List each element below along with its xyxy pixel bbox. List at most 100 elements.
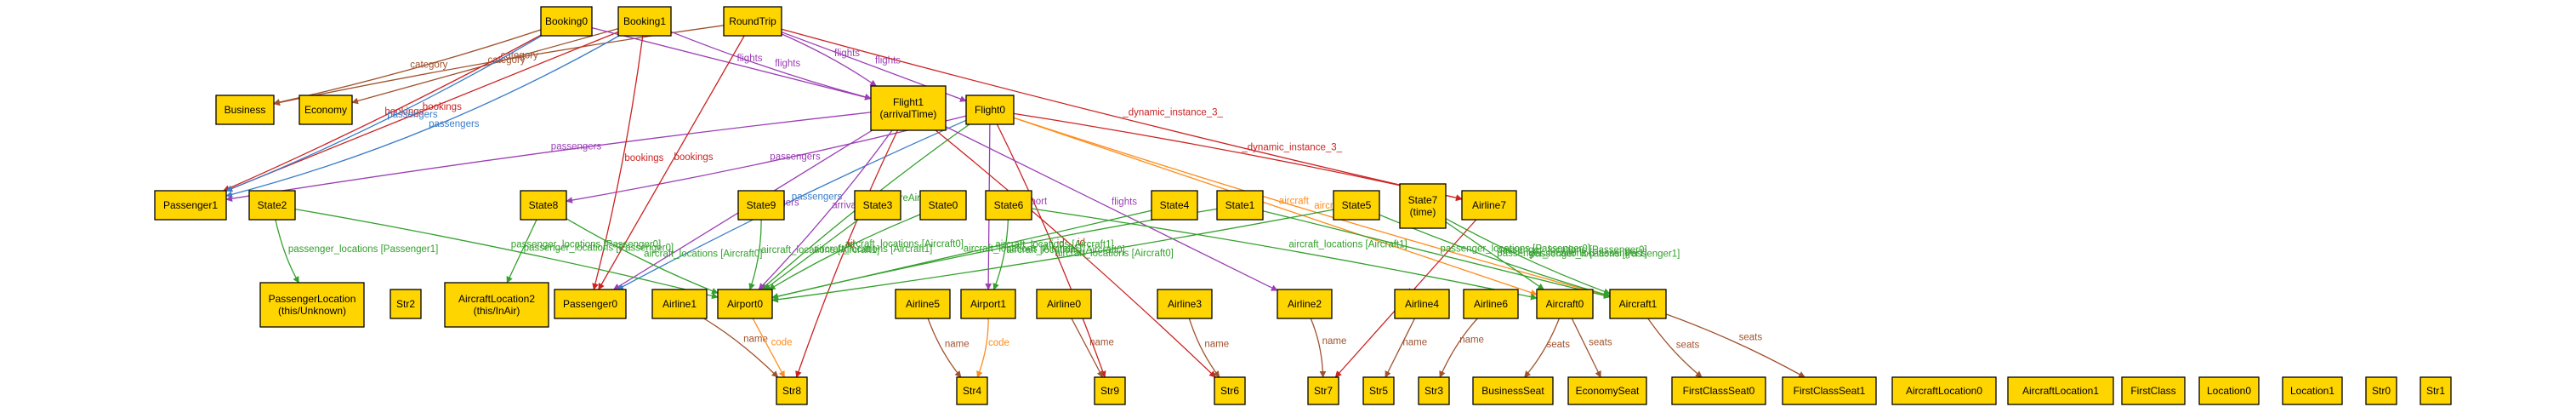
node-label: AircraftLocation2: [458, 293, 535, 305]
node-state1[interactable]: State1: [1216, 190, 1264, 221]
node-str1[interactable]: Str1: [2420, 376, 2452, 405]
node-str0[interactable]: Str0: [2365, 376, 2397, 405]
node-airline0[interactable]: Airline0: [1036, 289, 1092, 319]
node-state0[interactable]: State0: [919, 190, 967, 221]
node-str3[interactable]: Str3: [1418, 376, 1450, 405]
node-firstclassseat1[interactable]: FirstClassSeat1: [1782, 376, 1877, 405]
edge-label: bookings: [423, 102, 462, 112]
edge-label: passengers: [551, 142, 602, 152]
node-label: (this/Unknown): [278, 305, 346, 317]
node-state6[interactable]: State6: [985, 190, 1032, 221]
node-aircraft0[interactable]: Aircraft0: [1536, 289, 1594, 319]
node-state2[interactable]: State2: [248, 190, 296, 221]
node-location0[interactable]: Location0: [2198, 376, 2260, 405]
node-label: Business: [225, 104, 266, 116]
edge-line: [566, 218, 719, 295]
node-box: [248, 190, 296, 221]
node-label: Airline0: [1047, 298, 1081, 310]
node-label: Airline7: [1472, 199, 1506, 211]
node-flight1[interactable]: Flight1(arrivalTime): [870, 85, 947, 131]
edge-airline6-str3: name: [1439, 318, 1484, 378]
edge-line: [225, 35, 543, 192]
node-label: Str1: [2426, 385, 2445, 397]
node-airport0[interactable]: Airport0: [717, 289, 773, 319]
node-box: [1036, 289, 1092, 319]
node-label: Passenger0: [563, 298, 617, 310]
node-passenger1[interactable]: Passenger1: [154, 190, 227, 221]
node-airline5[interactable]: Airline5: [895, 289, 951, 319]
node-booking0[interactable]: Booking0: [540, 6, 593, 37]
node-airline6[interactable]: Airline6: [1463, 289, 1519, 319]
node-state5[interactable]: State5: [1333, 190, 1380, 221]
node-aircraftlocation1[interactable]: AircraftLocation1: [2007, 376, 2114, 405]
edge-state1-aircraft1: passenger_locations [Passenger0]: [1262, 210, 1611, 299]
node-box: [2365, 376, 2397, 405]
node-aircraft1[interactable]: Aircraft1: [1609, 289, 1667, 319]
node-passenger0[interactable]: Passenger0: [554, 289, 627, 319]
node-firstclassseat0[interactable]: FirstClassSeat0: [1671, 376, 1766, 405]
edge-line: [1571, 318, 1601, 378]
edge-line: [1439, 318, 1478, 378]
node-label: Aircraft0: [1546, 298, 1584, 310]
node-box: [2121, 376, 2186, 405]
node-box: [444, 282, 549, 328]
node-box: [737, 190, 785, 221]
edge-label: passenger_locations [Passenger0]: [524, 243, 674, 253]
node-economy[interactable]: Economy: [299, 95, 353, 125]
node-str6[interactable]: Str6: [1214, 376, 1246, 405]
node-label: Str9: [1100, 385, 1119, 397]
node-box: [1567, 376, 1647, 405]
node-str5[interactable]: Str5: [1362, 376, 1395, 405]
node-firstclass[interactable]: FirstClass: [2121, 376, 2186, 405]
edge-line: [506, 219, 537, 284]
edge-flight0-airline7: _dynamic_instance_3_: [1013, 112, 1463, 202]
edge-label: name: [743, 334, 768, 344]
node-aircraftlocation0[interactable]: AircraftLocation0: [1891, 376, 1997, 405]
node-airline3[interactable]: Airline3: [1157, 289, 1213, 319]
node-business[interactable]: Business: [215, 95, 275, 125]
node-state9[interactable]: State9: [737, 190, 785, 221]
edge-label: name: [1459, 335, 1484, 346]
node-airline1[interactable]: Airline1: [651, 289, 708, 319]
node-label: AircraftLocation1: [2022, 385, 2099, 397]
node-aircraftlocation2[interactable]: AircraftLocation2(this/InAir): [444, 282, 549, 328]
node-economyseat[interactable]: EconomySeat: [1567, 376, 1647, 405]
node-airline4[interactable]: Airline4: [1394, 289, 1450, 319]
node-airport1[interactable]: Airport1: [960, 289, 1016, 319]
node-label: Str5: [1369, 385, 1388, 397]
node-roundtrip[interactable]: RoundTrip: [723, 6, 782, 37]
edge-line: [935, 129, 1216, 378]
node-label: Str0: [2372, 385, 2391, 397]
node-location1[interactable]: Location1: [2282, 376, 2343, 405]
edge-roundtrip-passenger0: bookings: [598, 35, 745, 290]
node-label: FirstClassSeat0: [1683, 385, 1755, 397]
edge-aircraft1-firstclassseat1: seats: [1665, 313, 1805, 378]
node-box: [1463, 289, 1519, 319]
node-airline2[interactable]: Airline2: [1277, 289, 1333, 319]
node-state4[interactable]: State4: [1151, 190, 1198, 221]
node-str2[interactable]: Str2: [390, 289, 422, 319]
node-flight0[interactable]: Flight0: [965, 95, 1015, 125]
node-booking1[interactable]: Booking1: [617, 6, 672, 37]
node-box: [554, 289, 627, 319]
edge-label: flights: [775, 59, 800, 69]
node-box: [520, 190, 567, 221]
node-state8[interactable]: State8: [520, 190, 567, 221]
node-box: [1394, 289, 1450, 319]
node-passengerlocation[interactable]: PassengerLocation(this/Unknown): [259, 282, 365, 328]
node-businessseat[interactable]: BusinessSeat: [1472, 376, 1554, 405]
node-str8[interactable]: Str8: [776, 376, 808, 405]
node-state3[interactable]: State3: [854, 190, 901, 221]
edge-label: seats: [1676, 341, 1700, 351]
node-airline7[interactable]: Airline7: [1461, 190, 1517, 221]
node-box: [259, 282, 365, 328]
node-label: EconomySeat: [1576, 385, 1640, 397]
node-str4[interactable]: Str4: [956, 376, 988, 405]
edge-line: [273, 29, 542, 106]
node-str7[interactable]: Str7: [1307, 376, 1339, 405]
edge-label: name: [1204, 340, 1229, 350]
node-str9[interactable]: Str9: [1094, 376, 1126, 405]
edge-line: [945, 126, 1278, 291]
node-state7[interactable]: State7(time): [1399, 183, 1447, 229]
edge-airline5-str4: name: [927, 318, 970, 378]
